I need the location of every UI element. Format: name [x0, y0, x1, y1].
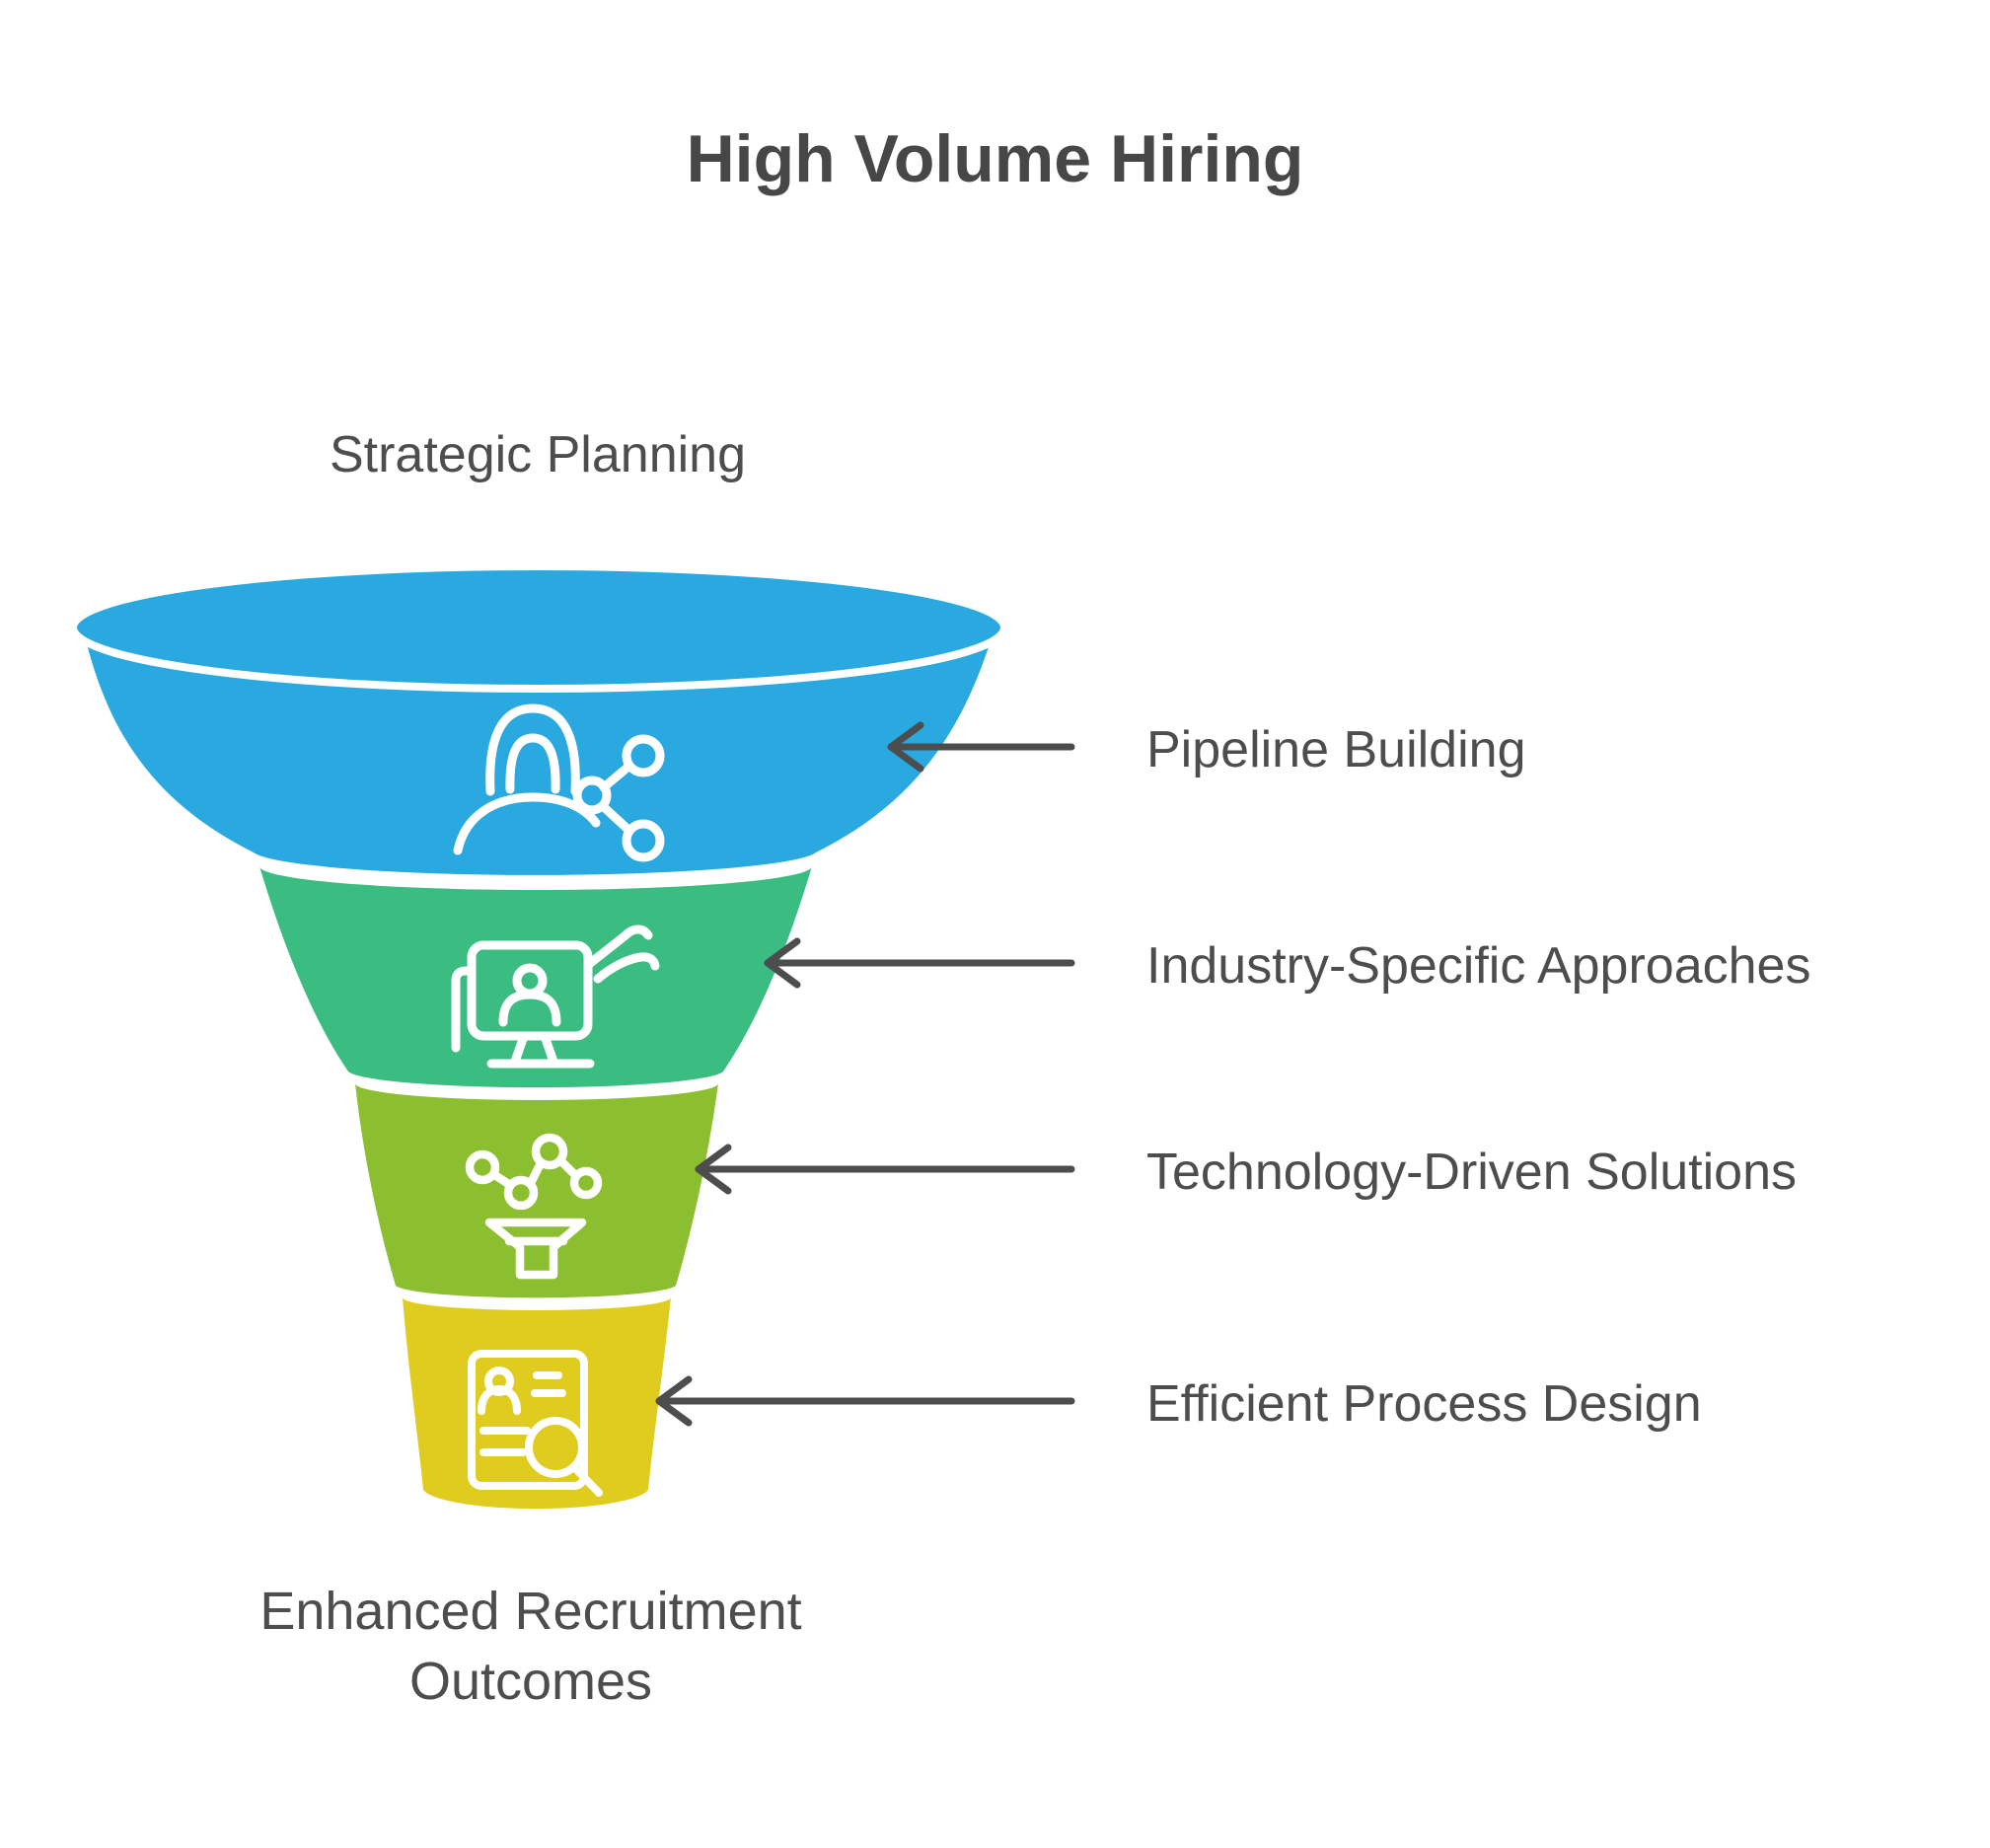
- funnel-top-label: Strategic Planning: [329, 426, 747, 483]
- funnel-stage-pipeline-building: [69, 562, 1008, 875]
- arrow-technology-driven: [695, 1144, 1075, 1195]
- stage-label-pipeline-building: Pipeline Building: [1146, 721, 1526, 778]
- page-title: High Volume Hiring: [686, 121, 1304, 196]
- data-points-funnel-icon: [465, 1133, 603, 1280]
- arrowhead-icon: [695, 1144, 732, 1195]
- arrowhead-icon: [655, 1375, 693, 1427]
- stage-label-industry-specific: Industry-Specific Approaches: [1146, 937, 1811, 995]
- stage-label-efficient-process: Efficient Process Design: [1146, 1375, 1702, 1433]
- stage-arrows: [655, 721, 1075, 1427]
- stage-label-technology-driven: Technology-Driven Solutions: [1146, 1144, 1798, 1201]
- person-network-icon: [453, 703, 665, 862]
- resume-search-icon: [468, 1350, 603, 1497]
- funnel-stage-efficient-process: [403, 1297, 671, 1510]
- funnel-stage-1-body: [84, 631, 994, 875]
- funnel-stage-technology-driven: [355, 1083, 718, 1298]
- arrow-pipeline-building: [887, 721, 1075, 773]
- funnel-bottom-label: Enhanced Recruitment Outcomes: [259, 1582, 802, 1712]
- funnel-rim-ellipse: [69, 562, 1008, 693]
- monitor-candidate-icon: [451, 924, 660, 1069]
- arrowhead-icon: [764, 937, 801, 989]
- arrow-industry-specific: [764, 937, 1075, 989]
- funnel-stage-2-body: [259, 866, 812, 1088]
- funnel-stage-industry-specific: [259, 866, 812, 1088]
- arrowhead-icon: [887, 721, 924, 773]
- funnel-stage-4-body: [403, 1297, 671, 1510]
- arrow-efficient-process: [655, 1375, 1075, 1427]
